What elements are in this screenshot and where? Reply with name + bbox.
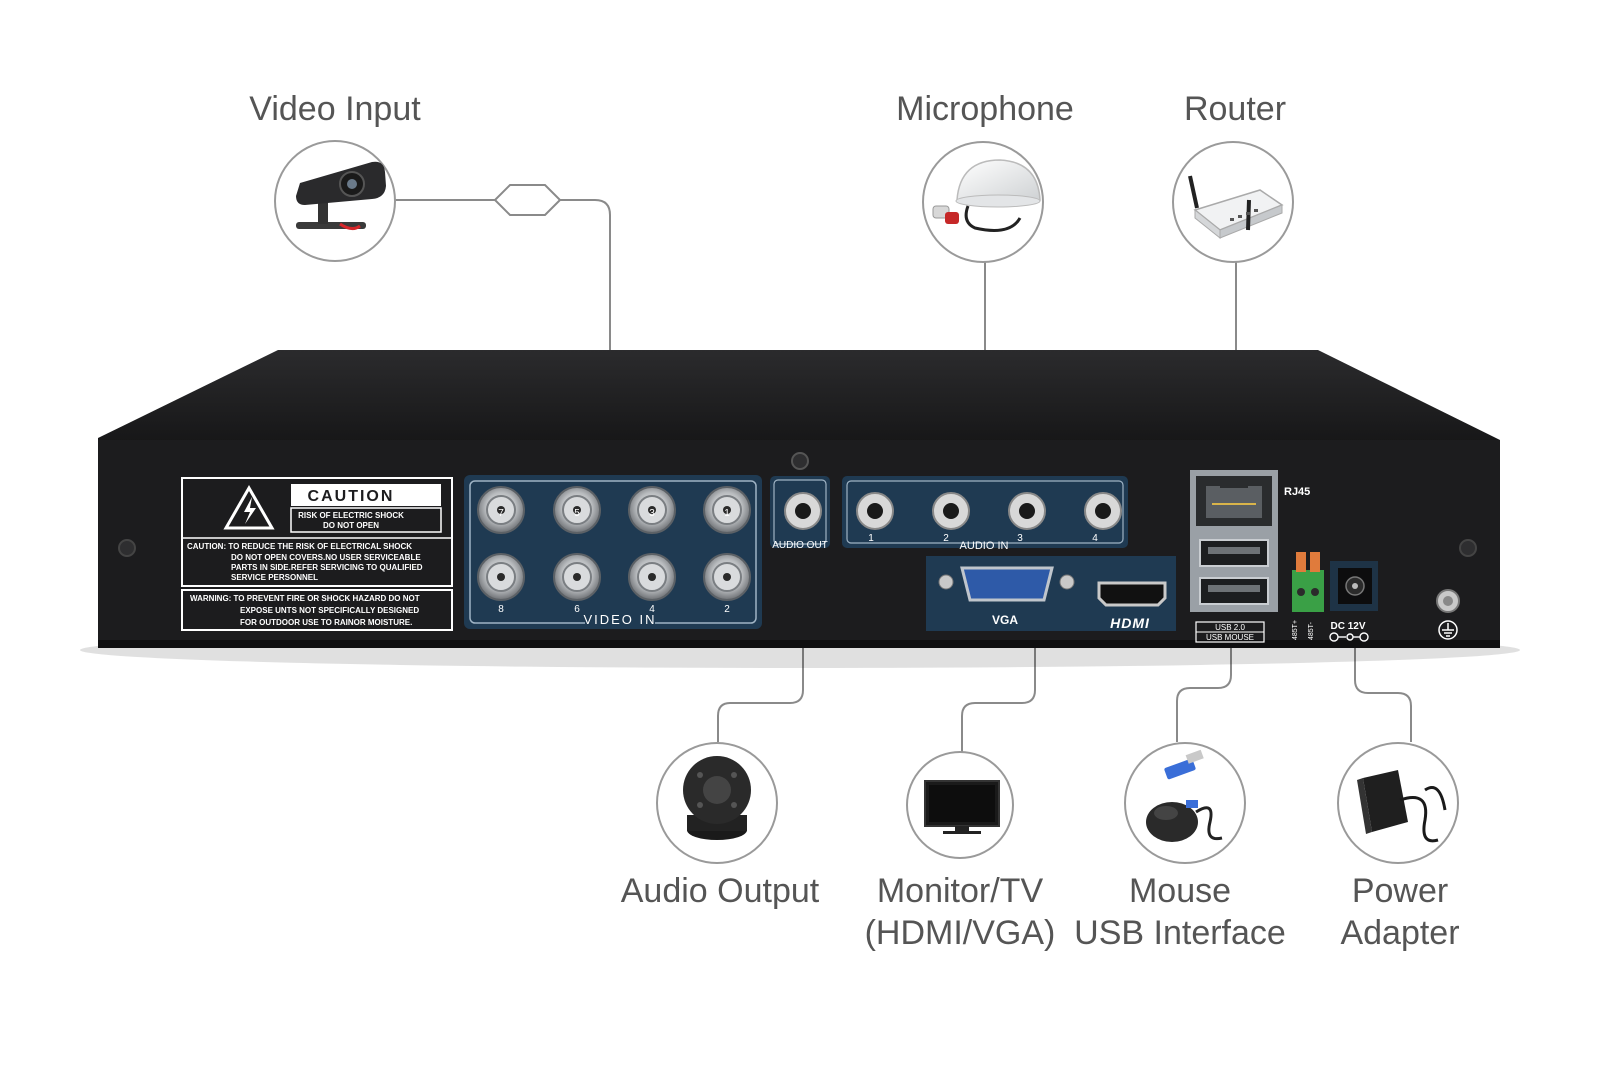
audio-in-num-1: 1 bbox=[868, 533, 874, 544]
warning-body-1: WARNING: TO PREVENT FIRE OR SHOCK HAZARD… bbox=[190, 594, 420, 603]
usb-label-1: USB 2.0 bbox=[1215, 623, 1245, 632]
video-in-label: VIDEO IN bbox=[583, 612, 656, 627]
label-microphone: Microphone bbox=[896, 90, 1074, 128]
power-adapter-icon bbox=[1357, 770, 1447, 843]
device-top-surface bbox=[98, 350, 1500, 446]
video-num-bottom-1: 8 bbox=[498, 604, 504, 615]
audio-in-num-4: 4 bbox=[1092, 533, 1098, 544]
rca-in-1 bbox=[856, 492, 894, 530]
rs485-terminal bbox=[1292, 570, 1324, 612]
bnc-connector-6 bbox=[553, 553, 601, 601]
microphone-icon bbox=[932, 159, 1041, 232]
label-power-line2: Adapter bbox=[1340, 914, 1460, 952]
label-monitor-line2: (HDMI/VGA) bbox=[864, 914, 1056, 952]
caution-body-2: DO NOT OPEN COVERS.NO USER SERVICEABLE bbox=[231, 553, 421, 562]
bnc-connector-8 bbox=[703, 553, 751, 601]
audio-in-panel: 1 2 3 4 AUDIO IN bbox=[842, 476, 1128, 552]
warning-body-3: FOR OUTDOOR USE TO RAINOR MOISTURE. bbox=[240, 618, 412, 627]
vga-label: VGA bbox=[992, 613, 1018, 627]
rs485-plus-label: 485T+ bbox=[1292, 620, 1299, 640]
video-num-bottom-4: 2 bbox=[724, 604, 730, 615]
caution-body-3: PARTS IN SIDE.REFER SERVICING TO QUALIFI… bbox=[231, 563, 423, 572]
video-num-top-2: 5 bbox=[574, 508, 580, 519]
label-router: Router bbox=[1183, 90, 1287, 128]
bnc-connector-1 bbox=[477, 486, 525, 534]
label-audio-output: Audio Output bbox=[620, 872, 820, 910]
network-usb-panel: RJ45 USB 2.0 USB MOUSE bbox=[1190, 470, 1310, 643]
hdmi-port bbox=[1097, 581, 1167, 607]
video-num-bottom-2: 6 bbox=[574, 604, 580, 615]
rj45-label: RJ45 bbox=[1284, 486, 1310, 498]
audio-in-num-2: 2 bbox=[943, 533, 949, 544]
display-output-panel: VGA HDMI bbox=[926, 556, 1176, 631]
bnc-connector-2 bbox=[553, 486, 601, 534]
label-power-line1: Power bbox=[1351, 872, 1449, 910]
bnc-connector-4 bbox=[703, 486, 751, 534]
vga-port bbox=[960, 566, 1054, 602]
dc-polarity-icon bbox=[1329, 632, 1369, 642]
caution-label: CAUTION RISK OF ELECTRIC SHOCK DO NOT OP… bbox=[181, 477, 453, 631]
dc-label: DC 12V bbox=[1330, 621, 1365, 632]
panel-screw-left bbox=[118, 539, 136, 557]
caution-body-4: SERVICE PERSONNEL bbox=[231, 573, 318, 582]
monitor-icon bbox=[924, 780, 1000, 834]
router-icon bbox=[1188, 175, 1284, 240]
speaker-icon bbox=[683, 756, 751, 840]
leader-audio-output bbox=[717, 555, 804, 742]
leader-video-input-split bbox=[494, 199, 561, 216]
leader-monitor bbox=[961, 628, 1036, 754]
warning-triangle-icon bbox=[223, 484, 275, 530]
label-monitor-line1: Monitor/TV bbox=[876, 872, 1044, 910]
bnc-connector-3 bbox=[628, 486, 676, 534]
warning-body-2: EXPOSE UNTS NOT SPECIFICALLY DESIGNED bbox=[240, 606, 419, 615]
caution-title: CAUTION bbox=[308, 488, 395, 505]
panel-screw-right bbox=[1459, 539, 1477, 557]
caution-sub-1: RISK OF ELECTRIC SHOCK bbox=[298, 511, 404, 520]
audio-in-label: AUDIO IN bbox=[960, 540, 1009, 552]
rca-in-2 bbox=[932, 492, 970, 530]
power-terminal-panel: 485T+ 485T- DC 12V bbox=[1292, 552, 1378, 642]
bnc-connector-5 bbox=[477, 553, 525, 601]
leader-mouse bbox=[1176, 640, 1232, 742]
caution-sub-2: DO NOT OPEN bbox=[323, 521, 379, 530]
ground-terminal bbox=[1436, 589, 1460, 640]
device-bottom-edge bbox=[98, 640, 1500, 648]
usb-label-2: USB MOUSE bbox=[1206, 633, 1254, 642]
video-num-top-1: 7 bbox=[498, 508, 504, 519]
video-num-top-4: 1 bbox=[724, 508, 730, 519]
label-mouse-line1: Mouse bbox=[1128, 872, 1232, 910]
audio-out-label: AUDIO OUT bbox=[772, 540, 828, 551]
rca-in-3 bbox=[1008, 492, 1046, 530]
audio-in-num-3: 3 bbox=[1017, 533, 1023, 544]
video-num-bottom-3: 4 bbox=[649, 604, 655, 615]
label-mouse-line2: USB Interface bbox=[1074, 914, 1286, 952]
top-screw bbox=[791, 452, 809, 470]
bnc-connectors bbox=[477, 486, 751, 601]
rs485-minus-label: 485T- bbox=[1308, 621, 1315, 640]
label-video-input: Video Input bbox=[249, 90, 421, 128]
camera-icon bbox=[296, 161, 386, 231]
bnc-connector-7 bbox=[628, 553, 676, 601]
ground-icon bbox=[1438, 620, 1458, 640]
video-in-panel: 7 5 3 1 8 6 4 2 VIDEO IN bbox=[464, 475, 762, 629]
rca-in-4 bbox=[1084, 492, 1122, 530]
caution-body-1: CAUTION: TO REDUCE THE RISK OF ELECTRICA… bbox=[187, 542, 412, 551]
leader-power bbox=[1354, 640, 1412, 742]
audio-out-panel: AUDIO OUT bbox=[770, 476, 830, 551]
hdmi-label: HDMI bbox=[1110, 615, 1150, 631]
leader-lines bbox=[395, 184, 1412, 754]
mouse-icon bbox=[1146, 749, 1223, 842]
video-num-top-3: 3 bbox=[649, 508, 655, 519]
leader-video-input bbox=[395, 184, 611, 475]
